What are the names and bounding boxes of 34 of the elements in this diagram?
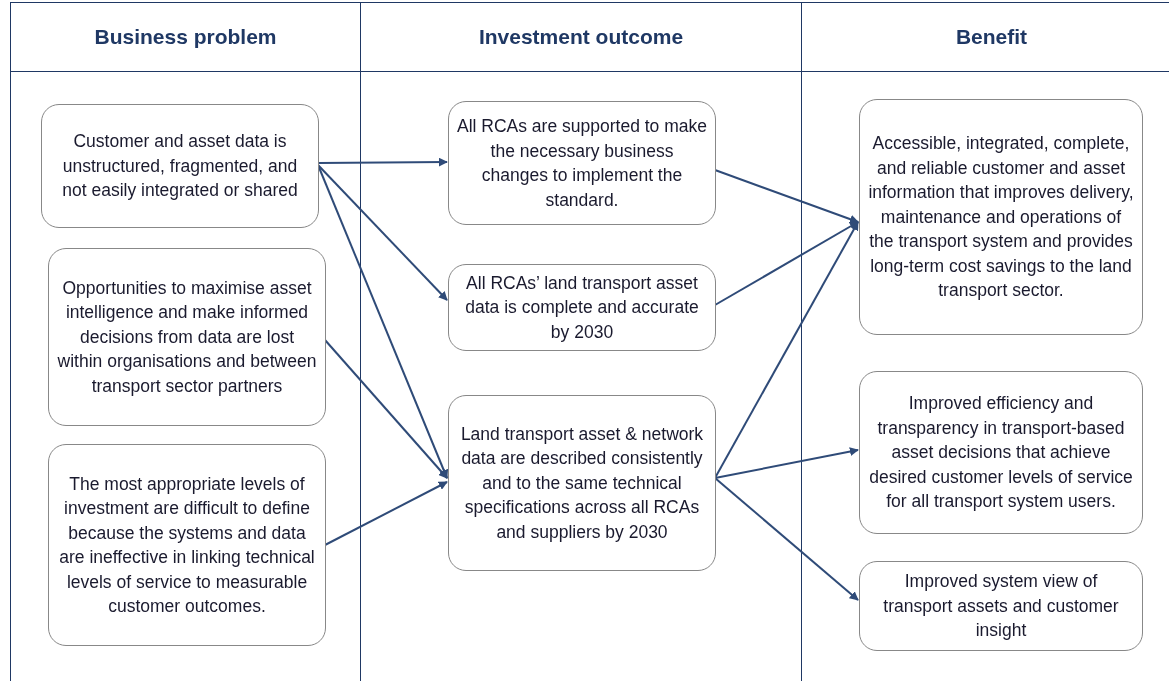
arrow	[714, 221, 859, 306]
box-text: Improved efficiency and transparency in transport-based asset decisions that achieve desired customer levels of service for all transport system users.	[868, 392, 1134, 514]
rounded-box	[448, 101, 716, 225]
box-text: Land transport asset & network data are described consistently and to the same technical specifications across all RCAs and suppliers by 2030	[459, 422, 705, 544]
rounded-box	[448, 395, 716, 571]
arrow	[317, 157, 448, 167]
rounded-box	[859, 561, 1143, 651]
rounded-box	[48, 248, 326, 426]
arrow	[714, 169, 859, 224]
box-text: Customer and asset data is unstructured, fragmented, and not easily integrated or shared	[61, 130, 299, 203]
box-text: Opportunities to maximise asset intelligence and make informed decisions from data are lost within organisations and between transport sector partners	[57, 276, 317, 398]
rounded-box	[859, 99, 1143, 335]
column-panel	[10, 2, 360, 681]
box-text: All RCAs are supported to make the necessary business changes to implement the standard.	[457, 115, 707, 212]
arrow	[714, 447, 859, 479]
rounded-box	[448, 264, 716, 351]
arrow	[714, 477, 859, 601]
arrow	[317, 164, 448, 301]
rounded-box	[859, 371, 1143, 534]
rounded-box	[48, 444, 326, 646]
rounded-box	[41, 104, 319, 228]
arrow	[317, 164, 449, 479]
box-text: Accessible, integrated, complete, and reliable customer and asset information that improves delivery, maintenance and operations of the transport system and provides long-term cost savings to the land transport sector.	[868, 132, 1134, 303]
column-panel	[360, 2, 801, 681]
arrow	[324, 339, 448, 479]
column-heading: Business problem	[94, 25, 277, 49]
box-text: The most appropriate levels of investment are difficult to define because the systems and data are ineffective in linking technical levels of service to measurable customer outcomes.	[58, 472, 316, 618]
column-heading: Benefit	[955, 25, 1028, 49]
box-text: All RCAs’ land transport asset data is complete and accurate by 2030	[464, 271, 700, 344]
box-text: Improved system view of transport assets and customer insight	[882, 570, 1120, 643]
column-heading: Investment outcome	[478, 25, 684, 49]
arrow	[714, 221, 859, 479]
arrow	[324, 481, 448, 546]
column-panel	[801, 2, 1169, 681]
